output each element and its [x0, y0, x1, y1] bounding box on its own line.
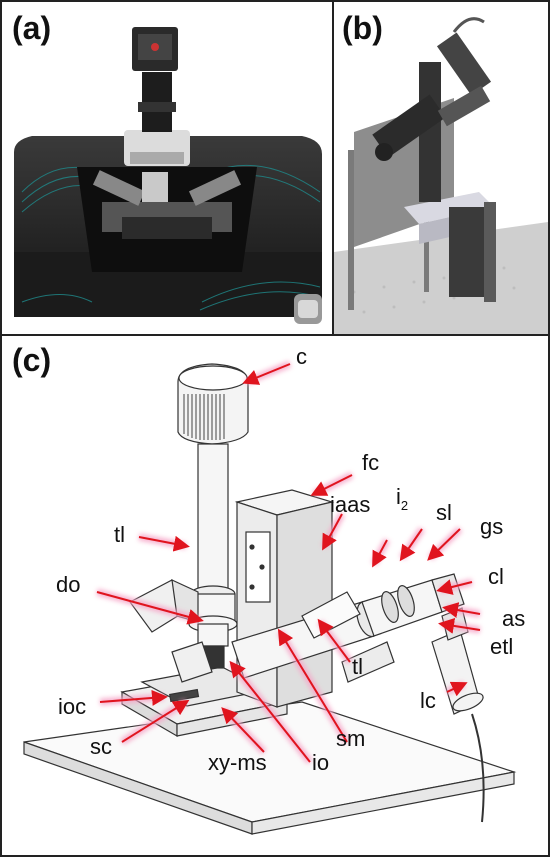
label-i2: i2 — [396, 484, 408, 513]
setup-photo — [334, 17, 548, 334]
label-tl-bottom: tl — [352, 654, 363, 679]
panel-c: (c) — [0, 334, 550, 857]
tube-lens-column — [188, 443, 238, 669]
label-lc: lc — [420, 688, 436, 713]
camera — [177, 363, 249, 445]
label-as: as — [502, 606, 525, 631]
label-sm: sm — [336, 726, 365, 751]
label-gs: gs — [480, 514, 503, 539]
microscope-photo — [14, 27, 322, 324]
illumination-arm — [231, 573, 465, 683]
label-c: c — [296, 344, 307, 369]
panel-c-label: (c) — [12, 342, 52, 378]
label-xy-ms: xy-ms — [208, 750, 267, 775]
label-etl: etl — [490, 634, 513, 659]
panel-b: (b) — [332, 0, 550, 336]
label-ioc: ioc — [58, 694, 86, 719]
panel-a-label: (a) — [12, 10, 52, 46]
label-iaas: iaas — [330, 492, 370, 517]
label-tl-top: tl — [114, 522, 125, 547]
label-fc: fc — [362, 450, 379, 475]
label-sc: sc — [90, 734, 112, 759]
schematic-diagram: c fc tl iaas i2 sl gs do cl as etl tl lc… — [23, 344, 525, 835]
label-io: io — [312, 750, 329, 775]
component-labels: c fc tl iaas i2 sl gs do cl as etl tl lc… — [56, 344, 525, 775]
label-arrows — [96, 360, 481, 765]
dichroic-optics — [129, 578, 213, 683]
panel-a: (a) — [0, 0, 334, 336]
label-cl: cl — [488, 564, 504, 589]
label-sl: sl — [436, 500, 452, 525]
label-do: do — [56, 572, 80, 597]
panel-b-label: (b) — [342, 10, 383, 46]
base-plate — [23, 701, 517, 835]
